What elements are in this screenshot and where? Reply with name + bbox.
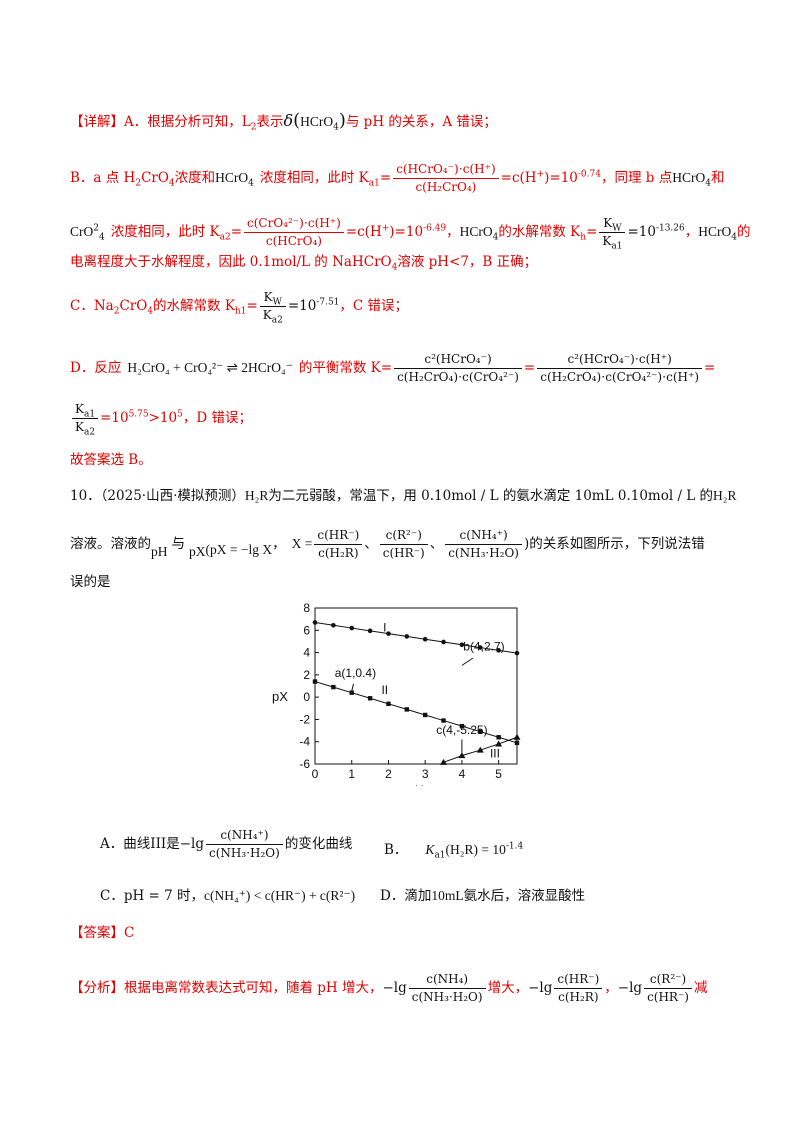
x-tick-label: 5 — [495, 767, 502, 781]
point-III — [495, 740, 503, 747]
question-line-1: 10．（2025·山西·模拟预测）H₂R为二元弱酸，常温下，用 0.10mol … — [70, 488, 737, 504]
point-I — [312, 620, 318, 625]
curve-label-II: II — [381, 683, 388, 697]
point-II — [459, 723, 465, 729]
point-III — [458, 752, 466, 759]
point-II — [514, 740, 520, 746]
detail-tag: 【详解】 — [70, 114, 124, 130]
point-II — [478, 729, 483, 734]
x-tick-label: 4 — [459, 767, 466, 781]
y-tick-label: 2 — [303, 668, 310, 682]
point-II — [404, 707, 410, 712]
analysis-fraction-2: c(HR⁻)c(H₂R) — [554, 972, 603, 1005]
point-III — [440, 758, 448, 765]
y-tick-label: -2 — [299, 712, 310, 726]
ka2-fraction: c(CrO₄²⁻)⋅c(H⁺)c(HCrO₄) — [244, 216, 344, 249]
point-III — [476, 746, 484, 753]
plot-frame — [314, 607, 518, 765]
point-II — [496, 735, 501, 740]
px-ph-chart: 01234586420-2-4-6pHpXIIIIIIb(4,2.7)a(1,0… — [272, 601, 521, 786]
option-b: B．Ka1(H₂R) = 10-1.4 — [384, 841, 524, 861]
question-line-3: 误的是 — [70, 574, 111, 590]
point-II — [422, 712, 428, 718]
answer: 【答案】C — [70, 925, 135, 941]
point-I — [367, 628, 373, 634]
k-fraction-1: c²(HCrO₄⁻)c(H₂CrO₄)⋅c(CrO₄²⁻) — [394, 352, 522, 385]
point-I — [404, 634, 410, 639]
x-axis-label: pH — [408, 783, 423, 786]
point-I — [459, 642, 465, 648]
x-tick-label: 1 — [348, 767, 355, 781]
point-II — [367, 696, 373, 701]
y-axis-label: pX — [272, 689, 288, 704]
point-II — [312, 679, 318, 684]
point-label-a: a(1,0.4) — [335, 666, 376, 680]
series-line-I — [314, 621, 518, 654]
point-I — [331, 622, 336, 628]
x-fraction-2: c(R²⁻)c(HR⁻) — [379, 528, 428, 561]
option-c: C．pH = 7 时，c(NH₄⁺) < c(HR⁻) + c(R²⁻) — [100, 888, 356, 904]
arrow-a — [351, 683, 355, 692]
x-fraction-3: c(NH₄⁺)c(NH₃·H₂O) — [445, 528, 522, 561]
y-tick-label: 8 — [303, 601, 310, 615]
x-tick-label: 0 — [312, 767, 319, 781]
point-II — [441, 718, 446, 723]
curve-label-I: I — [383, 620, 386, 634]
x-fraction-1: c(HR⁻)c(H₂R) — [314, 528, 363, 561]
point-label-b: b(4,2.7) — [463, 639, 504, 653]
detail-line-a: 【详解】A．根据分析可知，L2表示δ(HCrO4)与 pH 的关系，A 错误； — [70, 110, 497, 133]
point-I — [514, 650, 520, 656]
y-tick-label: 4 — [303, 646, 310, 660]
point-II — [386, 701, 391, 707]
point-II — [349, 690, 354, 695]
y-tick-label: 0 — [303, 690, 310, 704]
arrow-b — [461, 657, 474, 666]
series-line-II — [314, 681, 518, 744]
point-III — [513, 733, 521, 740]
point-I — [422, 636, 428, 642]
point-I — [386, 631, 391, 636]
point-I — [349, 625, 355, 631]
y-tick-label: -4 — [299, 735, 310, 749]
point-II — [331, 684, 336, 690]
x-tick-label: 3 — [422, 767, 429, 781]
ka1-fraction: c(HCrO₄⁻)⋅c(H⁺)c(H₂CrO₄) — [393, 162, 499, 195]
detail-conclusion: 故答案选 B。 — [70, 452, 152, 468]
k-fraction-2: c²(HCrO₄⁻)⋅c(H⁺)c(H₂CrO₄)⋅c(CrO₄²⁻)⋅c(H⁺… — [537, 352, 703, 385]
x-tick-label: 2 — [385, 767, 392, 781]
point-I — [441, 639, 446, 645]
analysis-fraction-1: c(NH₄)c(NH₃·H₂O) — [408, 972, 486, 1005]
curve-label-III: III — [490, 746, 500, 760]
analysis-fraction-3: c(R²⁻)c(HR⁻) — [644, 972, 692, 1005]
point-I — [496, 648, 501, 653]
option-d: D．滴加10mL氨水后，溶液显酸性 — [380, 888, 586, 904]
point-I — [477, 645, 483, 650]
y-tick-label: 6 — [303, 623, 310, 637]
y-tick-label: -6 — [299, 757, 310, 771]
detail-line-d: 电离程度大于水解程度，因此 0.1mol/L 的 NaHCrO4溶液 pH<7，… — [70, 254, 538, 273]
point-label-c: c(4,-5.25) — [436, 723, 487, 737]
option-a-fraction: c(NH₄⁺)c(NH₃·H₂O) — [206, 828, 283, 861]
